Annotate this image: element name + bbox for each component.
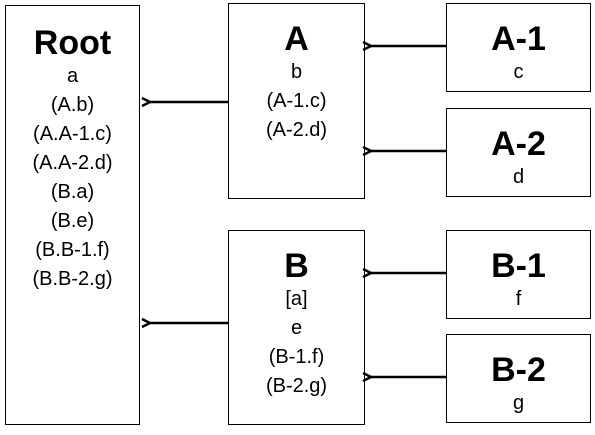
node-root-line: a [66, 65, 79, 87]
node-root-line: (A.b) [50, 94, 95, 116]
node-b2: B-2 g [446, 334, 591, 423]
node-a2-line: d [512, 166, 525, 188]
node-a-line: (A-2.d) [265, 119, 328, 141]
node-b2-line: g [512, 392, 525, 414]
node-b-line: (B-1.f) [268, 346, 325, 368]
node-root-title: Root [33, 24, 112, 62]
node-a1-line: c [513, 61, 524, 83]
node-root: Root a (A.b) (A.A-1.c) (A.A-2.d) (B.a) (… [5, 5, 140, 425]
node-b1-title: B-1 [491, 247, 546, 285]
node-a: A b (A-1.c) (A-2.d) [228, 3, 365, 199]
node-root-line: (B.B-2.g) [32, 268, 113, 290]
node-root-line: (B.e) [50, 210, 95, 232]
node-b-title: B [284, 247, 309, 285]
node-root-line: (B.a) [50, 181, 95, 203]
node-b: B [a] e (B-1.f) (B-2.g) [228, 230, 365, 425]
node-a2: A-2 d [446, 108, 591, 197]
node-a-line: (A-1.c) [266, 90, 327, 112]
node-root-line: (A.A-2.d) [32, 152, 113, 174]
node-b2-title: B-2 [491, 351, 546, 389]
node-a2-title: A-2 [491, 125, 546, 163]
node-a-line: b [290, 61, 303, 83]
node-b-line: [a] [285, 288, 308, 310]
node-root-line: (B.B-1.f) [35, 239, 110, 261]
node-a1-title: A-1 [491, 20, 546, 58]
node-a-title: A [284, 20, 309, 58]
node-b-line: e [290, 317, 303, 339]
node-b-line: (B-2.g) [265, 375, 328, 397]
node-b1-line: f [515, 288, 522, 310]
node-b1: B-1 f [446, 230, 591, 319]
node-root-line: (A.A-1.c) [33, 123, 112, 145]
node-a1: A-1 c [446, 3, 591, 92]
